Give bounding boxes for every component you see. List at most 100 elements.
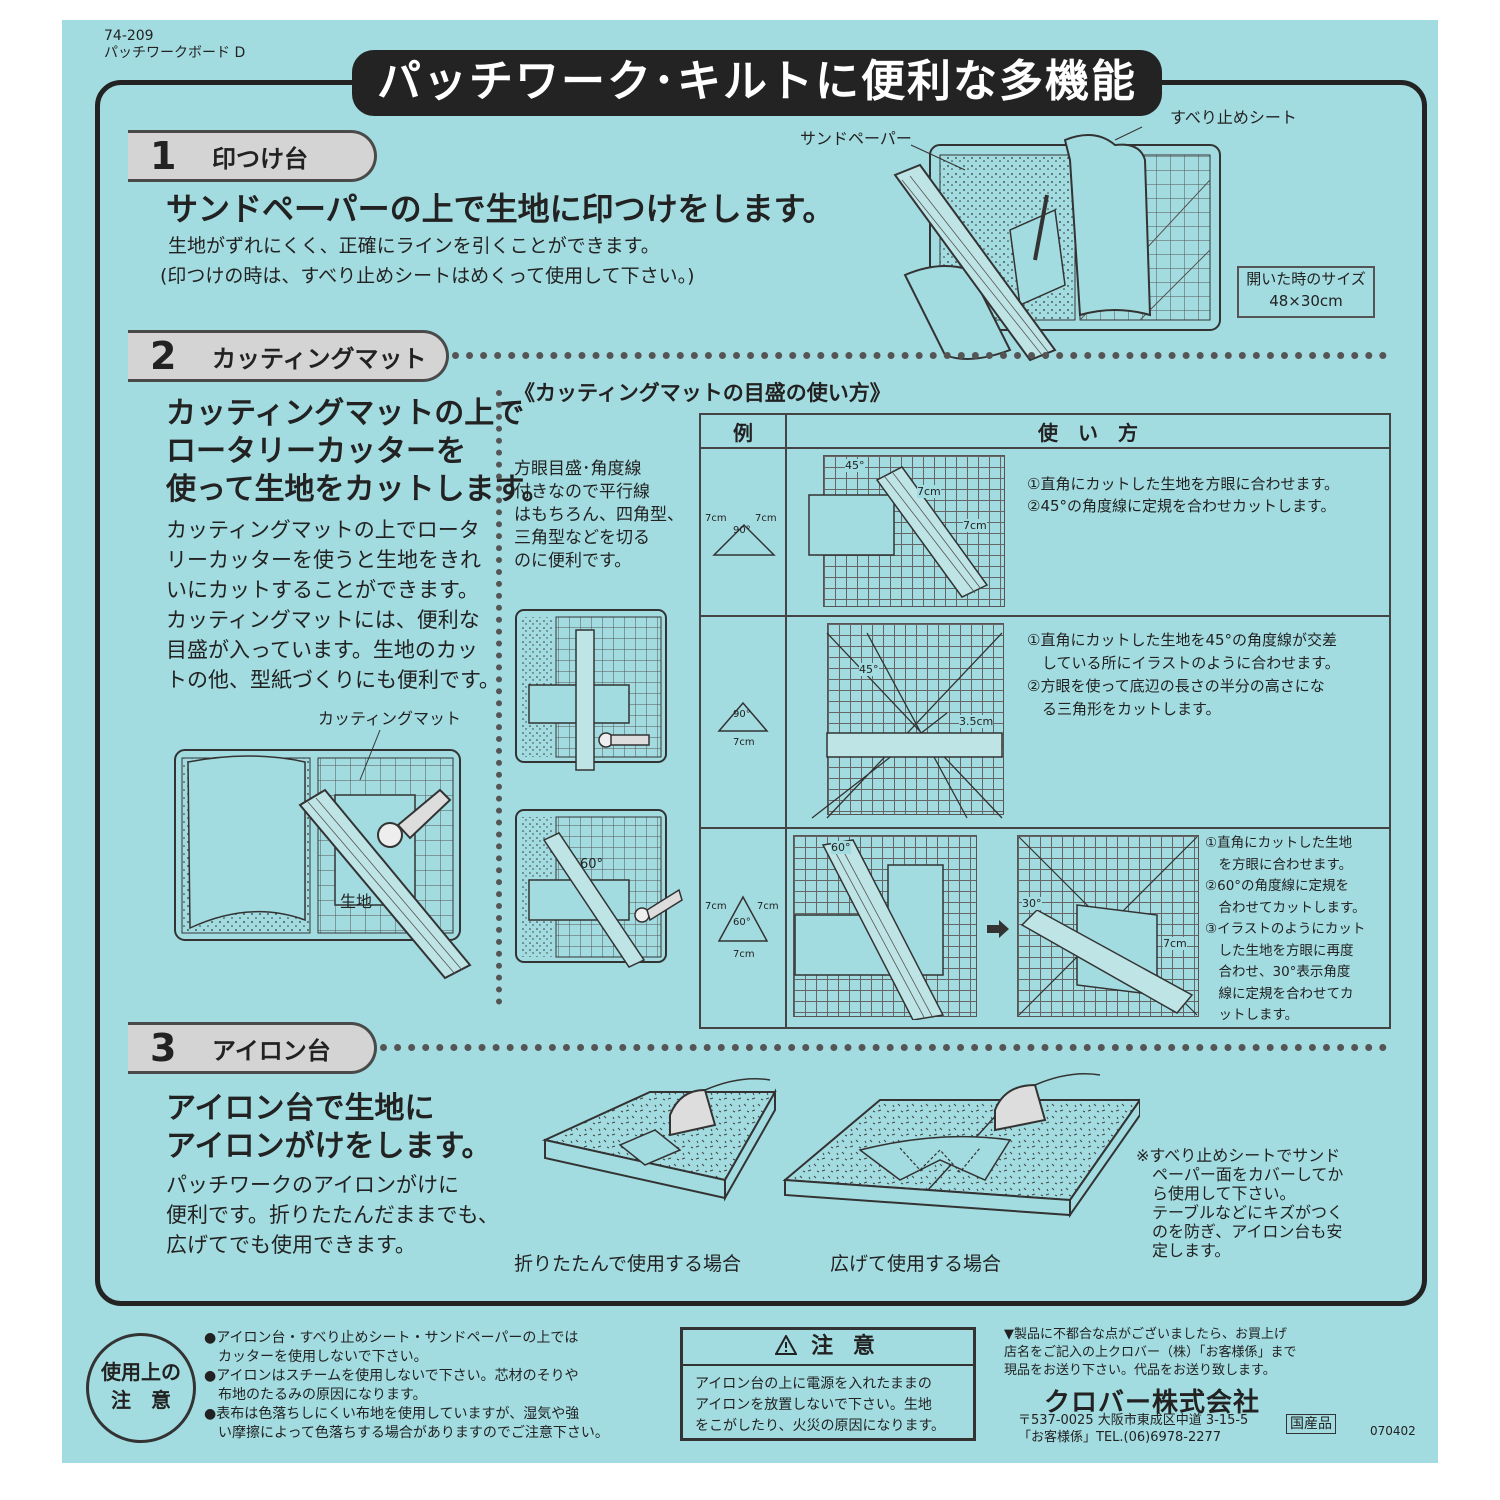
caution-line: アイロンを放置しないで下さい。生地: [695, 1397, 932, 1413]
origin-badge: 国産品: [1286, 1414, 1336, 1434]
note-line: 方眼目盛･角度線: [514, 459, 642, 479]
section-badge-1: 1 印つけ台: [128, 130, 377, 182]
usage-text: ①直角にカットした生地 を方眼に合わせます。 ②60°の角度線に定規を 合わせて…: [1205, 833, 1366, 1027]
usage-line: ②60°の角度線に定規を: [1205, 878, 1350, 894]
grid-label: 7cm: [1163, 937, 1187, 950]
cutting-mat-label: カッティングマット: [318, 709, 462, 728]
usage-cell: 45° 7cm 7cm ①直角にカットした生地を方眼に合わせます。 ②45°の角…: [785, 447, 1391, 617]
section3-note: ※すべり止めシートでサンド ペーパー面をカバーしてか ら使用して下さい。 テーブ…: [1136, 1146, 1343, 1260]
note-line: のに便利です。: [514, 551, 632, 571]
right-triangle-example-icon: [712, 523, 776, 556]
sixty-degree-cut-diagram: [794, 839, 945, 1020]
example-angle: 90°: [733, 525, 751, 536]
note-line: ▼製品に不都合な点がございましたら、お買上げ: [1004, 1327, 1287, 1342]
body-line: 目盛が入っています。生地のカッ: [166, 638, 478, 662]
note-line: ※すべり止めシートでサンド: [1136, 1146, 1341, 1165]
grid-label: 45°: [845, 459, 865, 472]
section-number: 3: [150, 1026, 177, 1070]
print-code: 070402: [1370, 1424, 1416, 1438]
caution-line: をこがしたり、火災の原因になります。: [695, 1418, 946, 1434]
usage-line: ①直角にカットした生地を45°の角度線が交差: [1027, 631, 1338, 649]
example-cell: 7cm 7cm 60° 7cm: [699, 827, 787, 1029]
small-mat-illustrations: [515, 609, 683, 968]
table-row: 7cm 7cm 90° 45° 7cm 7cm ①直角にカットした生地を方眼に合…: [699, 447, 1391, 617]
usage-line: ①直角にカットした生地を方眼に合わせます。: [1027, 475, 1339, 493]
grid-label: 45°: [859, 663, 879, 676]
note-line: 現品をお送り下さい。代品をお送り致します。: [1004, 1363, 1276, 1378]
company-name: クロバー株式会社: [1044, 1388, 1261, 1418]
product-name: パッチワークボード D: [104, 45, 246, 61]
usage-line: した生地を方眼に再度: [1205, 942, 1354, 959]
note-line: 店名をご記入の上クロバー（株）「お客様係」まで: [1004, 1345, 1297, 1360]
section-number: 1: [150, 134, 177, 178]
section-badge-2: 2 カッティングマット: [128, 330, 449, 382]
section3-heading: アイロン台で生地に アイロンがけをします。: [166, 1090, 492, 1166]
example-label: 7cm: [755, 513, 777, 524]
product-code: 74-209: [104, 28, 154, 44]
arrow-right-icon: [987, 920, 1009, 938]
caption-open: 広げて使用する場合: [830, 1253, 1002, 1275]
grid-label: 7cm: [917, 485, 941, 498]
example-angle: 60°: [733, 917, 751, 928]
section-label: 印つけ台: [212, 144, 308, 173]
usage-text: ①直角にカットした生地を45°の角度線が交差 している所にイラストのように合わせ…: [1027, 629, 1340, 721]
small-angle-label: 60°: [580, 857, 604, 872]
body-line: カッティングマットには、便利な: [166, 608, 480, 632]
note-line: カッターを使用しないで下さい。: [204, 1349, 428, 1365]
example-cell: 7cm 7cm 90°: [699, 447, 787, 617]
example-label: 7cm: [733, 949, 755, 960]
marking-board-illustration: [893, 126, 1221, 362]
grid-label: 30°: [1022, 897, 1042, 910]
body-line: カッティングマットの上でロータ: [166, 518, 480, 542]
section2-body: カッティングマットの上でロータ リーカッターを使うと生地をきれ いにカットするこ…: [166, 515, 500, 695]
note-line: 定します。: [1136, 1241, 1231, 1260]
company-tel: 「お客様係」TEL.(06)6978-2277: [1018, 1430, 1222, 1445]
section-label: アイロン台: [212, 1036, 331, 1065]
table-row: 90° 7cm 45° 3.5cm ①直角にカットした生地を45°の角度線が交差…: [699, 615, 1391, 829]
body-line: リーカッターを使うと生地をきれ: [166, 548, 481, 572]
usage-line: ②方眼を使って底辺の長さの半分の高さにな: [1027, 677, 1325, 695]
ironing-board-illustration: [541, 1073, 1140, 1219]
heading-line: ロータリーカッターを: [166, 434, 466, 469]
usage-line: ②45°の角度線に定規を合わせカットします。: [1027, 497, 1336, 515]
note-line: テーブルなどにキズがつく: [1136, 1203, 1344, 1222]
caution-box: 注 意 アイロン台の上に電源を入れたままの アイロンを放置しないで下さい。生地 …: [680, 1327, 976, 1441]
body-line: 広げてでも使用できます。: [166, 1233, 416, 1257]
heading-line: アイロンがけをします。: [166, 1129, 492, 1164]
note-line: ●表布は色落ちしにくい布地を使用していますが、湿気や強: [204, 1406, 580, 1422]
note-line: 付きなので平行線: [514, 482, 650, 502]
usage-line: ットします。: [1205, 1007, 1299, 1023]
caution-header: 注 意: [683, 1330, 973, 1366]
angle-lines-diagram: [811, 632, 1003, 819]
usage-line: ③イラストのようにカット: [1205, 921, 1366, 937]
warning-icon: [774, 1333, 798, 1355]
open-size-label: 開いた時のサイズ: [1246, 270, 1366, 288]
open-size-value: 48×30cm: [1269, 292, 1343, 310]
note-line: ら使用して下さい。: [1136, 1184, 1296, 1203]
heading-line: カッティングマットの上で: [166, 396, 525, 431]
nonslip-sheet-label: すべり止めシート: [1170, 108, 1297, 127]
grid-label: 3.5cm: [959, 715, 994, 728]
thirty-degree-cut-diagram: [1018, 836, 1198, 1016]
note-line: ●アイロン台・すべり止めシート・サンドペーパーの上では: [204, 1330, 579, 1346]
company-address-block: 〒537-0025 大阪市東成区中道 3-15-5 「お客様係」TEL.(06)…: [1018, 1412, 1248, 1446]
ruler-diagram: [808, 466, 989, 598]
company-note: ▼製品に不都合な点がございましたら、お買上げ 店名をご記入の上クロバー（株）「お…: [1004, 1326, 1297, 1380]
usage-notes: ●アイロン台・すべり止めシート・サンドペーパーの上では カッターを使用しないで下…: [204, 1329, 609, 1443]
body-line: トの他、型紙づくりにも便利です。: [166, 668, 500, 692]
company-address: 〒537-0025 大阪市東成区中道 3-15-5: [1018, 1413, 1249, 1428]
note-line: ペーパー面をカバーしてか: [1136, 1165, 1344, 1184]
section1-heading: サンドペーパーの上で生地に印つけをします。: [166, 190, 835, 228]
section2-heading: カッティングマットの上で ロータリーカッターを 使って生地をカットします。: [166, 395, 552, 509]
note-line: ●アイロンはスチームを使用しないで下さい。芯材のそりや: [204, 1368, 579, 1384]
grid-label: 7cm: [963, 519, 987, 532]
section2-vertical-divider: [496, 390, 502, 1005]
cutting-mat-illustration: [174, 729, 472, 980]
example-cell: 90° 7cm: [699, 615, 787, 829]
scale-usage-title: 《カッティングマットの目盛の使い方》: [514, 381, 891, 405]
usage-line: 合わせ、30°表示角度: [1205, 964, 1351, 980]
open-size-box: 開いた時のサイズ 48×30cm: [1237, 266, 1375, 318]
usage-line: 線に定規を合わせてカ: [1205, 985, 1354, 1002]
heading-line: 使って生地をカットします。: [166, 472, 552, 507]
usage-line: る三角形をカットします。: [1027, 700, 1221, 718]
